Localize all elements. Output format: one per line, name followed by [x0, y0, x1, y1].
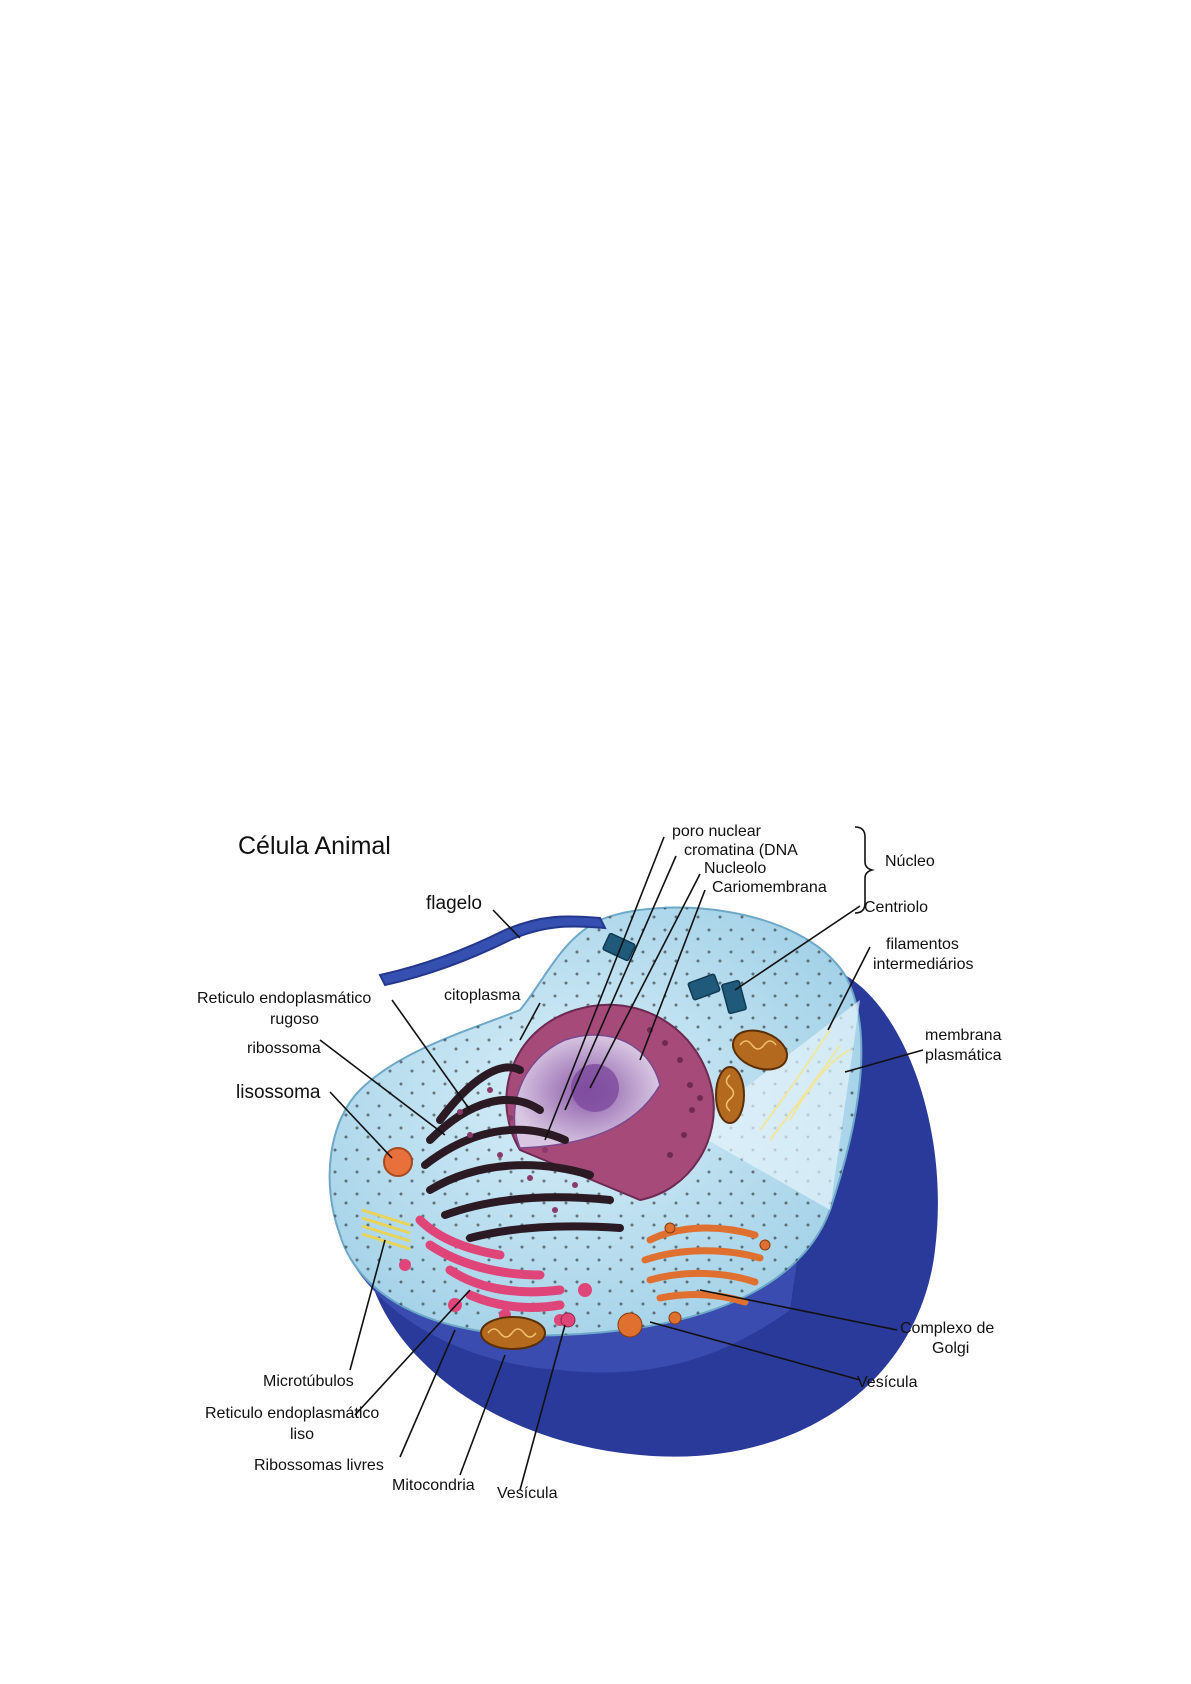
diagram-title: Célula Animal — [238, 832, 391, 860]
label-lisossoma: lisossoma — [236, 1082, 321, 1103]
label-vesicula-bottom: Vesícula — [497, 1485, 558, 1502]
label-flagelo: flagelo — [426, 893, 482, 914]
label-cromatina: cromatina (DNA — [684, 842, 798, 859]
label-ribossomas-livres: Ribossomas livres — [254, 1457, 384, 1474]
label-ribossoma: ribossoma — [247, 1040, 321, 1057]
label-golgi-2: Golgi — [932, 1340, 969, 1357]
label-poro-nuclear: poro nuclear — [672, 823, 762, 840]
nucleolus-shape — [571, 1064, 619, 1112]
label-rel-1: Reticulo endoplasmático — [205, 1405, 379, 1422]
vesicle-bottom-shape — [561, 1313, 575, 1327]
label-membrana-1: membrana — [925, 1027, 1002, 1044]
label-membrana-2: plasmática — [925, 1047, 1002, 1064]
label-citoplasma: citoplasma — [444, 987, 521, 1004]
label-microtubulos: Microtúbulos — [263, 1373, 354, 1390]
label-rer-2: rugoso — [270, 1011, 319, 1028]
label-cariomembrana: Cariomembrana — [712, 879, 827, 896]
label-centriolo: Centriolo — [864, 899, 928, 916]
label-filamentos-2: intermediários — [873, 956, 973, 973]
label-nucleolo: Nucleolo — [704, 860, 766, 877]
label-nucleo: Núcleo — [885, 853, 935, 870]
label-filamentos-1: filamentos — [886, 936, 959, 953]
label-vesicula-right: Vesícula — [857, 1374, 918, 1391]
label-rer-1: Reticulo endoplasmático — [197, 990, 371, 1007]
label-mitocondria: Mitocondria — [392, 1477, 475, 1494]
label-rel-2: liso — [290, 1426, 314, 1443]
lysosome-shape — [384, 1148, 412, 1176]
label-golgi-1: Complexo de — [900, 1320, 994, 1337]
